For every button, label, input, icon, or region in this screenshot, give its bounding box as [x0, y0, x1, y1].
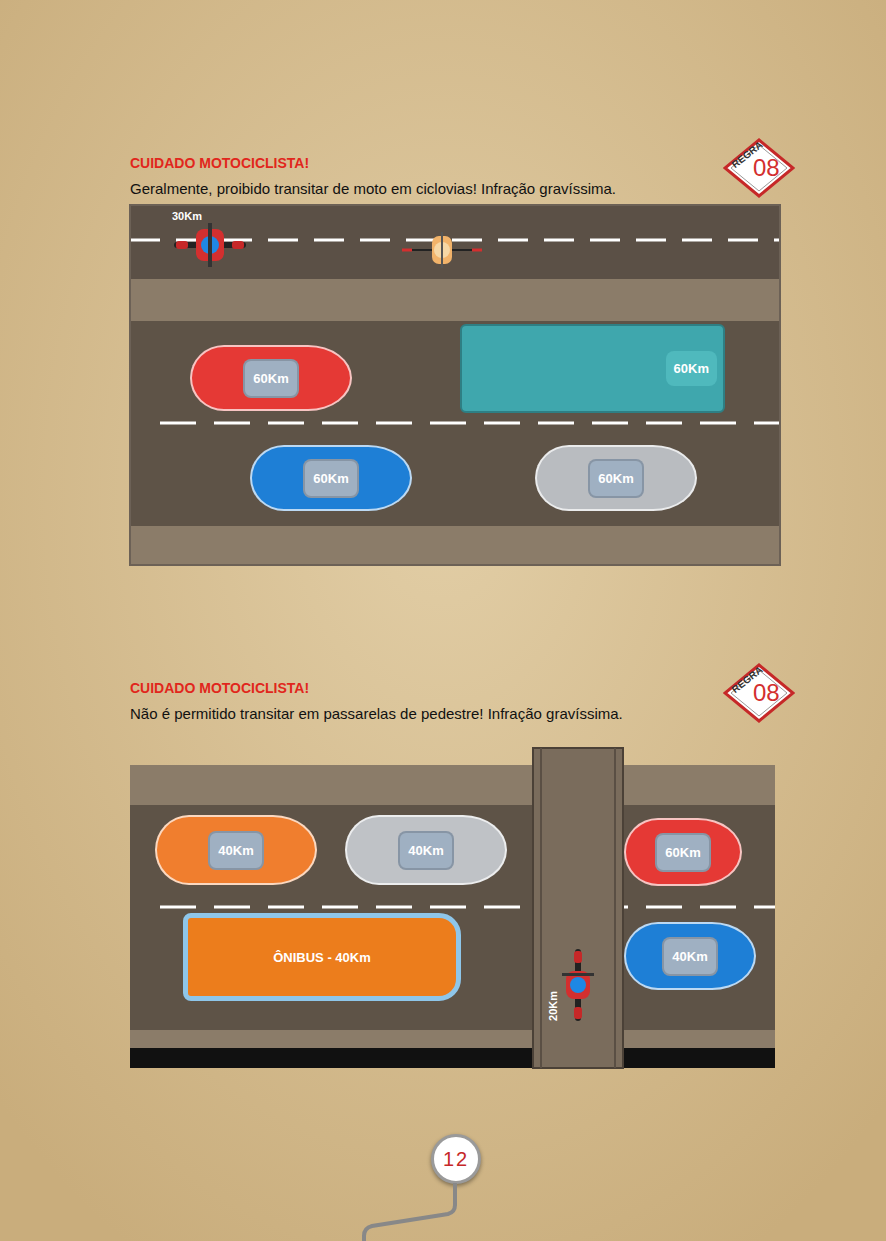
- car-shape: 40Km: [155, 815, 317, 885]
- motorcycle-symbol: [174, 223, 246, 267]
- signpost: [364, 1183, 455, 1241]
- badge-number: 08: [753, 154, 780, 182]
- speed-label: ÔNIBUS - 40Km: [265, 940, 379, 975]
- car-shape: 60Km: [624, 818, 742, 886]
- speed-label: 20Km: [547, 991, 559, 1021]
- speed-label: 30Km: [172, 210, 202, 222]
- bus-shape: ÔNIBUS - 40Km: [183, 913, 461, 1001]
- road-panel-1: [130, 205, 780, 565]
- road-panel-2: [130, 765, 775, 1068]
- speed-label: 60Km: [655, 833, 710, 872]
- warning-heading: CUIDADO MOTOCICLISTA!: [130, 155, 309, 171]
- speed-label: 40Km: [662, 937, 717, 976]
- speed-label: 40Km: [208, 831, 263, 870]
- rule-badge: REGRA08: [723, 663, 795, 723]
- speed-label: 40Km: [398, 831, 453, 870]
- truck-shape: 60Km: [460, 324, 725, 413]
- rule-text: Geralmente, proibido transitar de moto e…: [130, 180, 616, 197]
- bicycle-symbol: [402, 232, 482, 268]
- page-number-text: 12: [443, 1148, 469, 1171]
- speed-label: 60Km: [303, 459, 358, 498]
- badge-number: 08: [753, 679, 780, 707]
- page-number: 12: [431, 1134, 481, 1184]
- car-shape: 40Km: [345, 815, 507, 885]
- car-shape: 60Km: [190, 345, 352, 411]
- pedestrian-bridge: [533, 748, 623, 1068]
- speed-label: 60Km: [588, 459, 643, 498]
- car-shape: 60Km: [535, 445, 697, 511]
- rule-badge: REGRA08: [723, 138, 795, 198]
- car-shape: 40Km: [624, 922, 756, 990]
- speed-label: 60Km: [666, 351, 717, 386]
- rule-text: Não é permitido transitar em passarelas …: [130, 705, 623, 722]
- warning-heading: CUIDADO MOTOCICLISTA!: [130, 680, 309, 696]
- motorcycle-symbol: [562, 949, 594, 1021]
- speed-label: 60Km: [243, 359, 298, 398]
- car-shape: 60Km: [250, 445, 412, 511]
